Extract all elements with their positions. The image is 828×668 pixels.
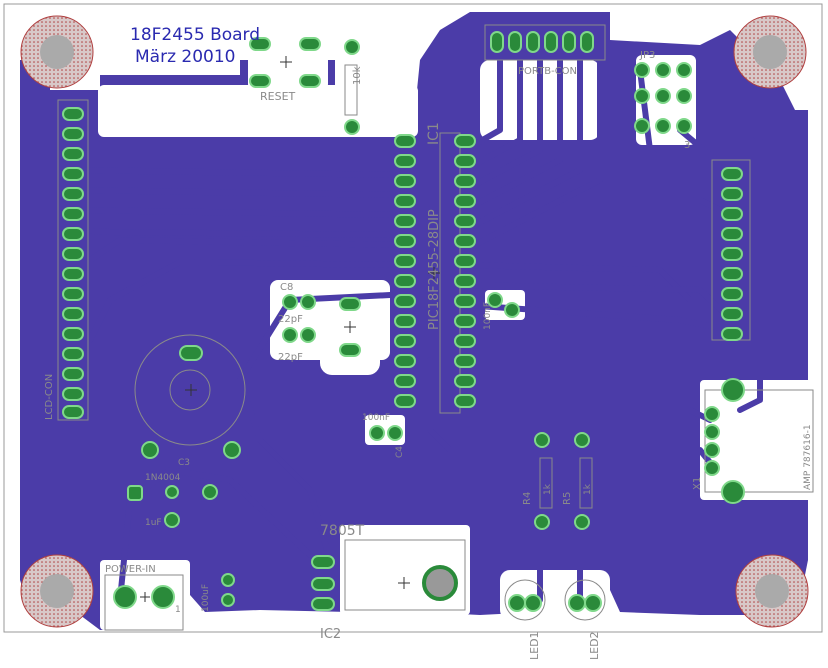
label-jp3: JP3	[639, 50, 655, 61]
label-100nf-a: 100nF	[483, 302, 493, 330]
label-reset: RESET	[260, 90, 296, 103]
label-22pf-a: 22pF	[278, 314, 303, 325]
label-1n4004: 1N4004	[145, 473, 181, 483]
label-led2: LED2	[588, 631, 601, 660]
label-100uf: 100uF	[201, 584, 211, 612]
label-1uf: 1uF	[145, 518, 162, 528]
label-num-1: 1	[175, 605, 181, 615]
mount-hole-bottom-left	[20, 554, 94, 628]
label-1k-a: 1k	[543, 483, 553, 495]
right-connector-pads	[721, 167, 743, 341]
label-portb-con: PORTB-CON	[518, 66, 577, 77]
label-pic: PIC18F2455-28DIP	[427, 209, 442, 330]
label-led1: LED1	[528, 631, 541, 660]
label-10k: 10k	[352, 66, 363, 85]
label-power-in: POWER-IN	[105, 564, 156, 575]
misc-pads	[113, 37, 745, 612]
label-r4: R4	[522, 492, 533, 505]
label-amp: AMP 787616-1	[803, 424, 813, 490]
silkscreen-outlines	[57, 24, 814, 631]
label-7805t: 7805T	[320, 523, 365, 539]
ic1-pads	[394, 134, 476, 408]
copper-traces	[72, 37, 763, 603]
mount-hole-top-left	[20, 15, 94, 89]
label-c8: C8	[280, 282, 293, 293]
mount-hole-bottom-right	[735, 554, 809, 628]
label-x1: X1	[692, 477, 703, 490]
crosshair-markers	[140, 56, 440, 602]
lcd-connector-pads	[62, 107, 84, 419]
mount-hole-top-right	[733, 15, 807, 89]
label-100nf-b: 100nF	[362, 413, 390, 423]
label-ic1: IC1	[426, 122, 442, 145]
label-22pf-b: 22pF	[278, 352, 303, 363]
portb-connector-pads	[490, 31, 594, 53]
label-c3: C3	[178, 458, 190, 468]
label-ic2: IC2	[320, 627, 341, 642]
label-lcd-con: LCD-CON	[44, 374, 55, 420]
label-1k-b: 1k	[583, 483, 593, 495]
jp3-pads	[634, 62, 692, 134]
board-title-line2: März 20010	[135, 47, 235, 67]
mounting-holes	[20, 15, 809, 628]
label-c4: C4	[395, 446, 405, 458]
label-num-3: 3	[684, 140, 690, 151]
board-title-line1: 18F2455 Board	[130, 25, 260, 45]
label-r5: R5	[562, 492, 573, 505]
